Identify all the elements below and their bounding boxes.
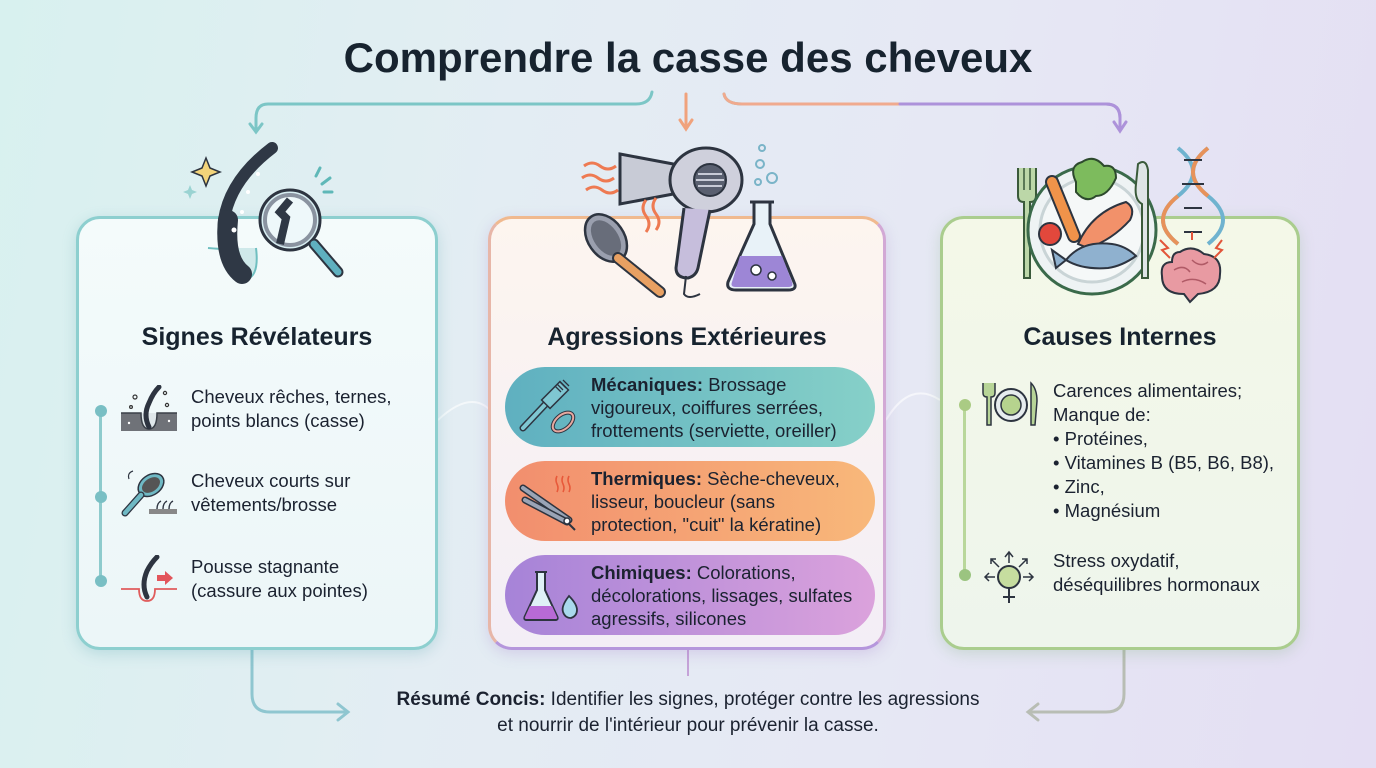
- straightener-icon: [519, 475, 576, 531]
- flask-drop-icon: [523, 571, 578, 621]
- item-text-line: déséquilibres hormonaux: [1053, 574, 1260, 595]
- comb-elastic-icon: [519, 379, 576, 434]
- item-text-line: Cheveux rêches, ternes,: [191, 386, 392, 407]
- pill-text-line: Sèche-cheveux,: [702, 467, 840, 489]
- item-text-line: Carences alimentaires;: [1053, 380, 1243, 401]
- bullet-item: • Zinc,: [1053, 476, 1105, 497]
- pill-text-line: Brossage: [703, 373, 787, 395]
- pill-text-line: Colorations,: [691, 561, 796, 583]
- list-item: Pousse stagnante (cassure aux pointes): [119, 555, 368, 605]
- bullet-item: • Protéines,: [1053, 428, 1148, 449]
- item-text-line: (cassure aux pointes): [191, 580, 368, 601]
- list-item: Carences alimentaires; Manque de: • Prot…: [979, 379, 1274, 523]
- card-title: Signes Révélateurs: [141, 323, 373, 351]
- item-text-line: Manque de:: [1053, 404, 1151, 425]
- list-item: Stress oxydatif, déséquilibres hormonaux: [979, 549, 1260, 609]
- pill-text-line: agressifs, silicones: [591, 607, 747, 629]
- timeline-dot: [95, 491, 107, 503]
- pill-text-line: décolorations, lissages, sulfates: [591, 584, 853, 606]
- item-text-line: Stress oxydatif,: [1053, 550, 1180, 571]
- summary-label: Résumé Concis:: [396, 689, 546, 710]
- item-text-line: Pousse stagnante: [191, 556, 340, 577]
- card-title: Causes Internes: [1023, 323, 1217, 351]
- scalp-hair-dots-icon: [121, 385, 177, 431]
- hormone-stress-icon: [983, 550, 1035, 603]
- timeline-line: [963, 403, 966, 575]
- pill-text-line: frottements (serviette, oreiller): [591, 419, 837, 441]
- pill-text-line: lisseur, boucleur (sans: [591, 490, 776, 512]
- hairdryer-brush-flask-icon: [581, 144, 797, 298]
- summary-text-line: Identifier les signes, protéger contre l…: [545, 689, 980, 710]
- pill-label: Thermiques:: [591, 467, 703, 489]
- hair-strand-magnifier-icon: [183, 142, 344, 284]
- timeline-dot: [959, 399, 971, 411]
- hair-growth-arrow-icon: [121, 555, 177, 602]
- hairbrush-icon: [121, 470, 177, 517]
- pill-text-line: protection, "cuit" la kératine): [591, 513, 822, 535]
- item-text-line: points blancs (casse): [191, 410, 365, 431]
- item-text-line: vêtements/brosse: [191, 494, 338, 515]
- plate-dna-brain-icon: [1017, 146, 1225, 304]
- summary-text-line: et nourrir de l'intérieur pour prévenir …: [497, 715, 879, 736]
- pill-thermiques: Thermiques: Sèche-cheveux, lisseur, bouc…: [505, 461, 875, 541]
- bullet-item: • Magnésium: [1053, 500, 1161, 521]
- list-item: Cheveux courts sur vêtements/brosse: [119, 469, 350, 519]
- card-title: Agressions Extérieures: [547, 323, 827, 351]
- pill-mecaniques: Mécaniques: Brossage vigoureux, coiffure…: [505, 367, 875, 447]
- page-title: Comprendre la casse des cheveux: [343, 34, 1033, 81]
- summary: Résumé Concis: Identifier les signes, pr…: [0, 687, 1376, 739]
- plate-cutlery-icon: [982, 381, 1038, 426]
- list-item: Cheveux rêches, ternes, points blancs (c…: [119, 385, 392, 435]
- timeline-dot: [95, 575, 107, 587]
- pill-text-line: vigoureux, coiffures serrées,: [591, 396, 824, 418]
- pill-label: Mécaniques:: [591, 373, 704, 395]
- card-agressions-exterieures: Agressions Extérieures Mécaniques: Bross…: [488, 216, 886, 650]
- timeline-dot: [95, 405, 107, 417]
- pill-chimiques: Chimiques: Colorations, décolorations, l…: [505, 555, 875, 635]
- bullet-item: • Vitamines B (B5, B6, B8),: [1053, 452, 1275, 473]
- item-text-line: Cheveux courts sur: [191, 470, 351, 491]
- timeline-dot: [959, 569, 971, 581]
- card-signes-revelateurs: Signes Révélateurs Cheveux rêches, terne…: [76, 216, 438, 650]
- pill-label: Chimiques:: [591, 561, 692, 583]
